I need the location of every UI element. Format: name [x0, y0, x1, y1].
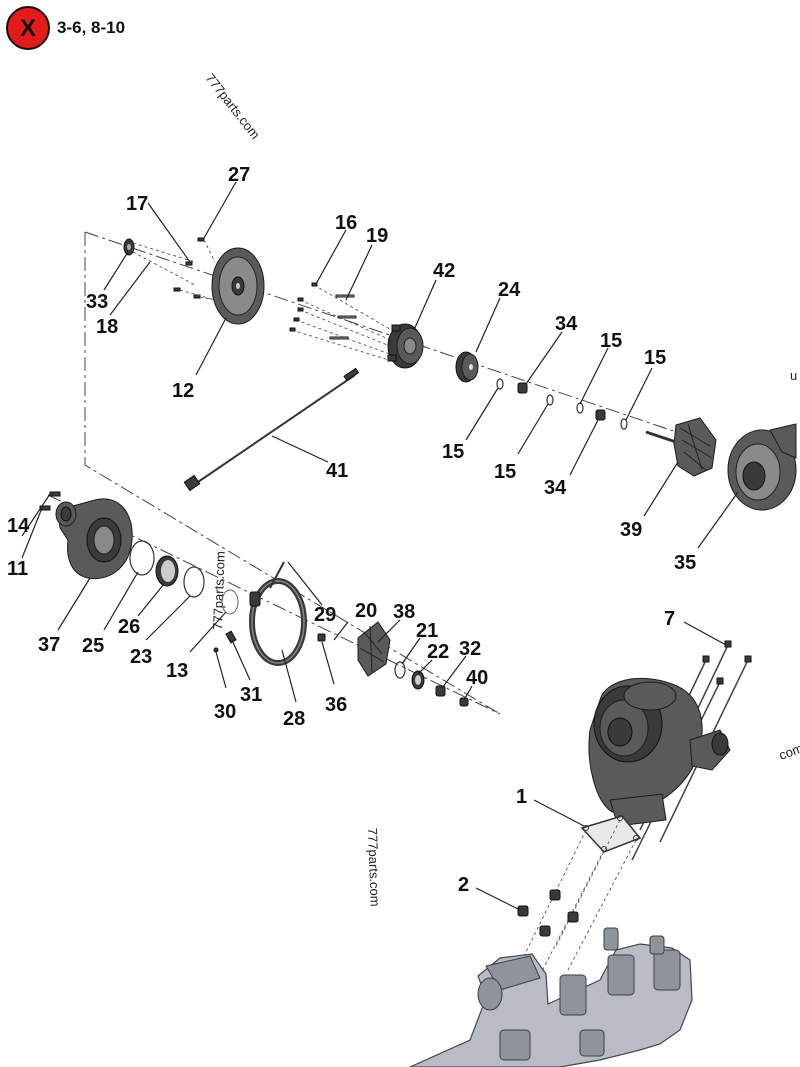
part-13-clip — [221, 589, 239, 615]
watermark-middle: 777parts.com — [210, 551, 228, 630]
watermark-top: 777parts.com — [203, 71, 263, 142]
callout-36: 36 — [325, 694, 347, 716]
callout-41: 41 — [326, 460, 348, 482]
callout-34-lower: 34 — [544, 477, 567, 499]
callout-2: 2 — [458, 874, 469, 896]
part-25-o-ring — [129, 540, 155, 576]
assembled-turbocharger — [588, 677, 731, 827]
not-used-callouts-text: 3-6, 8-10 — [57, 18, 125, 37]
part-2-nuts — [517, 889, 579, 937]
callout-21: 21 — [416, 620, 438, 642]
callout-39: 39 — [620, 519, 642, 541]
part-16-19-pins — [289, 282, 396, 363]
exhaust-manifold — [409, 927, 693, 1067]
part-30-31-pins — [213, 630, 237, 653]
part-23-ring — [183, 566, 205, 598]
callout-32: 32 — [459, 638, 481, 660]
callout-38: 38 — [393, 601, 415, 623]
callout-1: 1 — [516, 786, 527, 808]
callout-15-d: 15 — [494, 461, 516, 483]
part-32-nut — [435, 685, 446, 697]
part-38-compressor-wheel — [357, 621, 391, 677]
badge-x-glyph: X — [20, 15, 36, 42]
callout-22: 22 — [427, 641, 449, 663]
callout-16: 16 — [335, 212, 357, 234]
part-28-vband-clamp — [249, 578, 307, 666]
part-34-bushings — [517, 382, 606, 421]
part-24-thrust-collar — [455, 351, 479, 383]
watermark-lower: 777parts.com — [365, 828, 383, 907]
callout-27: 27 — [228, 164, 250, 186]
callout-37: 37 — [38, 634, 60, 656]
part-37-compressor-housing — [55, 498, 133, 580]
part-12-backplate — [211, 247, 265, 325]
callout-15-b: 15 — [644, 347, 666, 369]
part-33-seal — [123, 238, 196, 286]
callout-23: 23 — [130, 646, 152, 668]
callout-labels: 27 17 16 19 42 33 18 24 34 15 15 12 15 1… — [7, 164, 696, 896]
callout-28: 28 — [283, 708, 305, 730]
callout-7: 7 — [664, 608, 675, 630]
part-42-bearing-housing — [387, 323, 424, 369]
callout-24: 24 — [498, 279, 521, 301]
callout-33: 33 — [86, 291, 108, 313]
callout-42: 42 — [433, 260, 455, 282]
callout-25: 25 — [82, 635, 104, 657]
callout-11: 11 — [7, 558, 28, 580]
leader-lines — [21, 181, 739, 911]
not-used-badge: X — [6, 6, 50, 50]
part-1-gasket — [580, 815, 642, 853]
part-29-bolt — [269, 561, 285, 589]
part-22-washer — [411, 670, 425, 690]
callout-14: 14 — [7, 515, 30, 537]
part-40-cap — [459, 697, 469, 707]
callout-31: 31 — [240, 684, 262, 706]
callout-30: 30 — [214, 701, 236, 723]
part-36-nut — [317, 633, 326, 642]
part-21-ring — [394, 661, 406, 679]
callout-35: 35 — [674, 552, 696, 574]
callout-12: 12 — [172, 380, 194, 402]
callout-13: 13 — [166, 660, 188, 682]
callout-34-upper: 34 — [555, 313, 578, 335]
callout-15-a: 15 — [600, 330, 622, 352]
part-35-turbine-housing — [727, 423, 797, 511]
watermark-edge-right-1: u — [790, 368, 797, 383]
callout-26: 26 — [118, 616, 140, 638]
part-15-rings — [496, 378, 628, 430]
part-26-seal-plate — [155, 555, 179, 587]
callout-29: 29 — [314, 604, 336, 626]
callout-17: 17 — [126, 193, 148, 215]
callout-18: 18 — [96, 316, 118, 338]
callout-40: 40 — [466, 667, 488, 689]
part-39-turbine-wheel — [645, 417, 717, 477]
callout-15-c: 15 — [442, 441, 464, 463]
watermark-edge-right-2: com — [777, 740, 800, 762]
callout-20: 20 — [355, 600, 377, 622]
part-41-oil-line — [183, 367, 360, 492]
callout-19: 19 — [366, 225, 388, 247]
part-27-bolts — [173, 237, 216, 301]
